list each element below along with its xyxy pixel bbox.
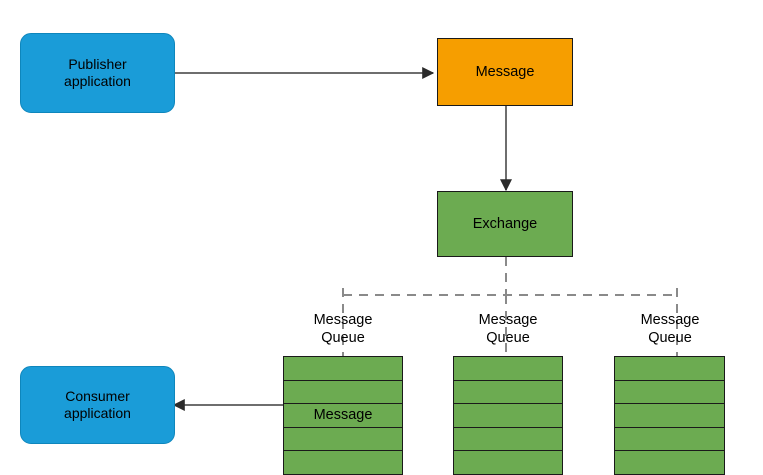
queue-3-cell-3[interactable] — [615, 404, 724, 428]
queue-3-cell-4[interactable] — [615, 428, 724, 452]
queue-1-label: Message Queue — [313, 312, 373, 346]
queue-3-label: Message Queue — [640, 312, 700, 346]
message-queue-3[interactable] — [614, 356, 725, 475]
queue-2-cell-1[interactable] — [454, 357, 562, 381]
node-publisher-label: Publisher application — [64, 56, 131, 89]
queue-1-cell-5[interactable] — [284, 451, 402, 474]
queue-2-label: Message Queue — [478, 312, 538, 346]
queue-2-cell-5[interactable] — [454, 451, 562, 474]
node-exchange-label: Exchange — [472, 215, 538, 232]
message-queue-2[interactable] — [453, 356, 563, 475]
queue-3-cell-2[interactable] — [615, 381, 724, 405]
node-exchange[interactable]: Exchange — [437, 191, 573, 257]
message-queue-1[interactable]: Message — [283, 356, 403, 475]
queue-1-cell-4[interactable] — [284, 428, 402, 452]
node-publisher-application[interactable]: Publisher application — [20, 33, 175, 113]
node-message-label: Message — [475, 63, 535, 80]
queue-3-cell-1[interactable] — [615, 357, 724, 381]
queue-2-cell-4[interactable] — [454, 428, 562, 452]
queue-2-cell-3[interactable] — [454, 404, 562, 428]
node-consumer-label: Consumer application — [64, 388, 131, 421]
queue-1-cell-2[interactable] — [284, 381, 402, 405]
queue-3-cell-5[interactable] — [615, 451, 724, 474]
queue-2-cell-2[interactable] — [454, 381, 562, 405]
node-message[interactable]: Message — [437, 38, 573, 106]
queue-1-cell-1[interactable] — [284, 357, 402, 381]
queue-1-cell-3[interactable]: Message — [284, 404, 402, 428]
node-consumer-application[interactable]: Consumer application — [20, 366, 175, 444]
